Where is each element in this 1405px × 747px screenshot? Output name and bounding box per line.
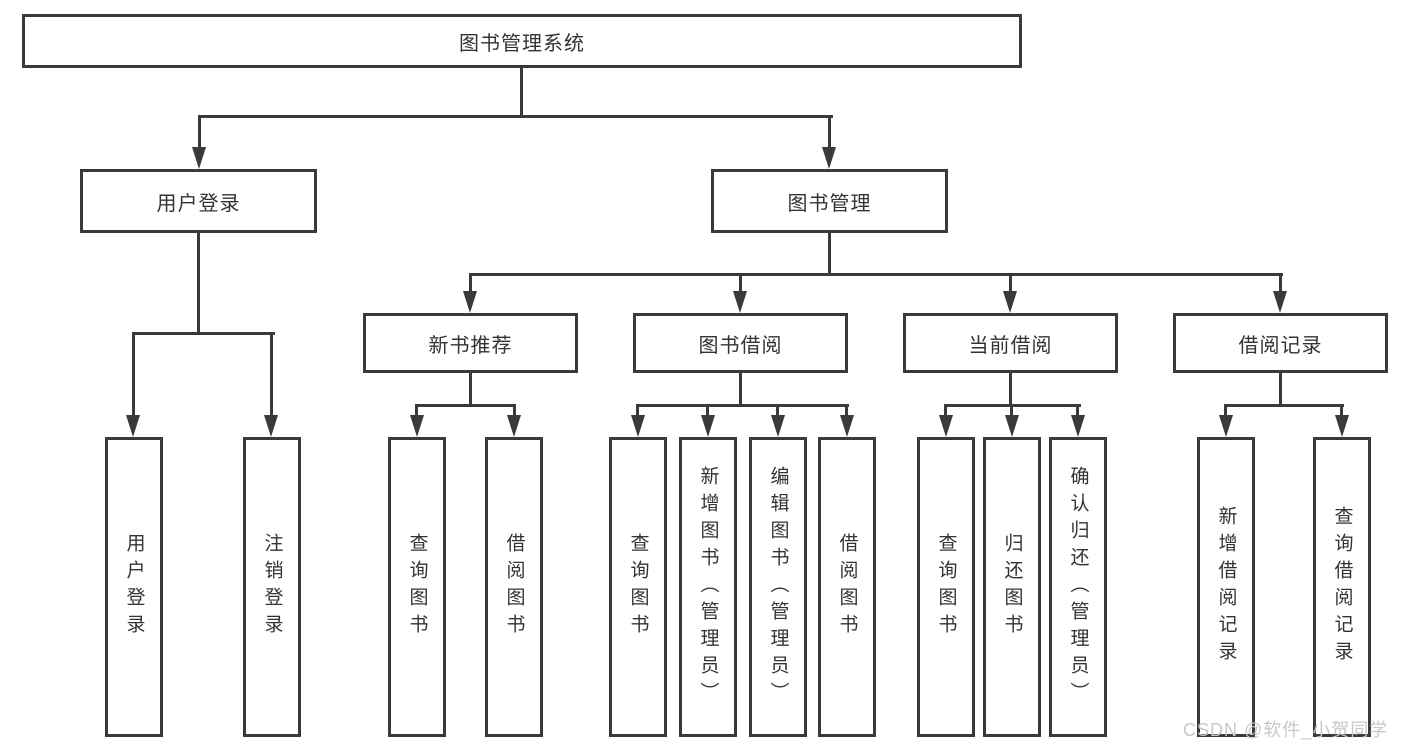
connector-line <box>1076 404 1079 418</box>
leaf-cb-return-books-label: 归还图书 <box>1001 533 1023 641</box>
leaf-user-login-label: 用户登录 <box>123 533 145 641</box>
connector-line <box>828 233 831 276</box>
leaf-bb-borrow-books: 借阅图书 <box>818 437 876 737</box>
connector-line <box>1224 404 1344 407</box>
node-root: 图书管理系统 <box>22 14 1022 68</box>
node-user-login-label: 用户登录 <box>156 192 241 215</box>
connector-line <box>415 404 516 407</box>
leaf-cb-confirm-return-label: 确认归还（管理员） <box>1067 465 1089 709</box>
arrowhead-down-icon <box>631 415 645 437</box>
node-new-book-recommend-label: 新书推荐 <box>428 334 513 357</box>
connector-line <box>828 115 831 150</box>
leaf-cb-query-books-label: 查询图书 <box>935 533 957 641</box>
node-book-management: 图书管理 <box>711 169 948 233</box>
node-root-label: 图书管理系统 <box>459 32 585 55</box>
leaf-bb-query-books-label: 查询图书 <box>627 533 649 641</box>
node-book-management-label: 图书管理 <box>787 192 872 215</box>
arrowhead-down-icon <box>463 291 477 313</box>
arrowhead-down-icon <box>822 147 836 169</box>
arrowhead-down-icon <box>1273 291 1287 313</box>
connector-line <box>1224 404 1227 418</box>
arrowhead-down-icon <box>410 415 424 437</box>
connector-line <box>1279 373 1282 407</box>
connector-line <box>197 233 200 335</box>
arrowhead-down-icon <box>1003 291 1017 313</box>
connector-line <box>944 404 947 418</box>
connector-line <box>636 404 849 407</box>
arrowhead-down-icon <box>507 415 521 437</box>
node-new-book-recommend: 新书推荐 <box>363 313 578 373</box>
leaf-cb-confirm-return: 确认归还（管理员） <box>1049 437 1107 737</box>
leaf-nb-borrow-books-label: 借阅图书 <box>503 533 525 641</box>
node-borrowing-records-label: 借阅记录 <box>1238 334 1323 357</box>
connector-line <box>739 373 742 407</box>
leaf-nb-borrow-books: 借阅图书 <box>485 437 543 737</box>
connector-line <box>1009 273 1012 295</box>
connector-line <box>513 404 516 418</box>
connector-line <box>469 373 472 407</box>
connector-line <box>132 332 135 417</box>
connector-line <box>845 404 848 418</box>
connector-line <box>706 404 709 418</box>
leaf-br-add-record: 新增借阅记录 <box>1197 437 1255 737</box>
arrowhead-down-icon <box>1219 415 1233 437</box>
leaf-nb-query-books-label: 查询图书 <box>406 533 428 641</box>
connector-line <box>1009 373 1012 407</box>
node-current-borrowing: 当前借阅 <box>903 313 1118 373</box>
connector-line <box>636 404 639 418</box>
leaf-cb-return-books: 归还图书 <box>983 437 1041 737</box>
node-book-borrowing-label: 图书借阅 <box>698 334 783 357</box>
arrowhead-down-icon <box>1335 415 1349 437</box>
arrowhead-down-icon <box>840 415 854 437</box>
leaf-logout: 注销登录 <box>243 437 301 737</box>
connector-line <box>776 404 779 418</box>
node-user-login: 用户登录 <box>80 169 317 233</box>
arrowhead-down-icon <box>192 147 206 169</box>
connector-line <box>1010 404 1013 418</box>
leaf-br-add-record-label: 新增借阅记录 <box>1215 506 1237 668</box>
connector-line <box>1279 273 1282 295</box>
leaf-bb-edit-books-label: 编辑图书（管理员） <box>767 465 789 709</box>
leaf-bb-borrow-books-label: 借阅图书 <box>836 533 858 641</box>
arrowhead-down-icon <box>126 415 140 437</box>
connector-line <box>739 273 742 295</box>
arrowhead-down-icon <box>1071 415 1085 437</box>
leaf-user-login: 用户登录 <box>105 437 163 737</box>
connector-line <box>198 115 833 118</box>
leaf-logout-label: 注销登录 <box>261 533 283 641</box>
connector-line <box>270 332 273 417</box>
leaf-nb-query-books: 查询图书 <box>388 437 446 737</box>
connector-line <box>198 115 201 150</box>
leaf-cb-query-books: 查询图书 <box>917 437 975 737</box>
node-current-borrowing-label: 当前借阅 <box>968 334 1053 357</box>
connector-line <box>1340 404 1343 418</box>
leaf-br-query-record-label: 查询借阅记录 <box>1331 506 1353 668</box>
arrowhead-down-icon <box>264 415 278 437</box>
connector-line <box>469 273 1283 276</box>
arrowhead-down-icon <box>733 291 747 313</box>
connector-line <box>469 273 472 295</box>
connector-line <box>415 404 418 418</box>
connector-line <box>132 332 275 335</box>
leaf-bb-add-books: 新增图书（管理员） <box>679 437 737 737</box>
connector-line <box>520 68 523 118</box>
leaf-bb-query-books: 查询图书 <box>609 437 667 737</box>
arrowhead-down-icon <box>939 415 953 437</box>
arrowhead-down-icon <box>701 415 715 437</box>
csdn-watermark: CSDN @软件_小贺同学 <box>1183 720 1389 740</box>
node-book-borrowing: 图书借阅 <box>633 313 848 373</box>
arrowhead-down-icon <box>1005 415 1019 437</box>
leaf-br-query-record: 查询借阅记录 <box>1313 437 1371 737</box>
leaf-bb-edit-books: 编辑图书（管理员） <box>749 437 807 737</box>
arrowhead-down-icon <box>771 415 785 437</box>
leaf-bb-add-books-label: 新增图书（管理员） <box>697 465 719 709</box>
node-borrowing-records: 借阅记录 <box>1173 313 1388 373</box>
